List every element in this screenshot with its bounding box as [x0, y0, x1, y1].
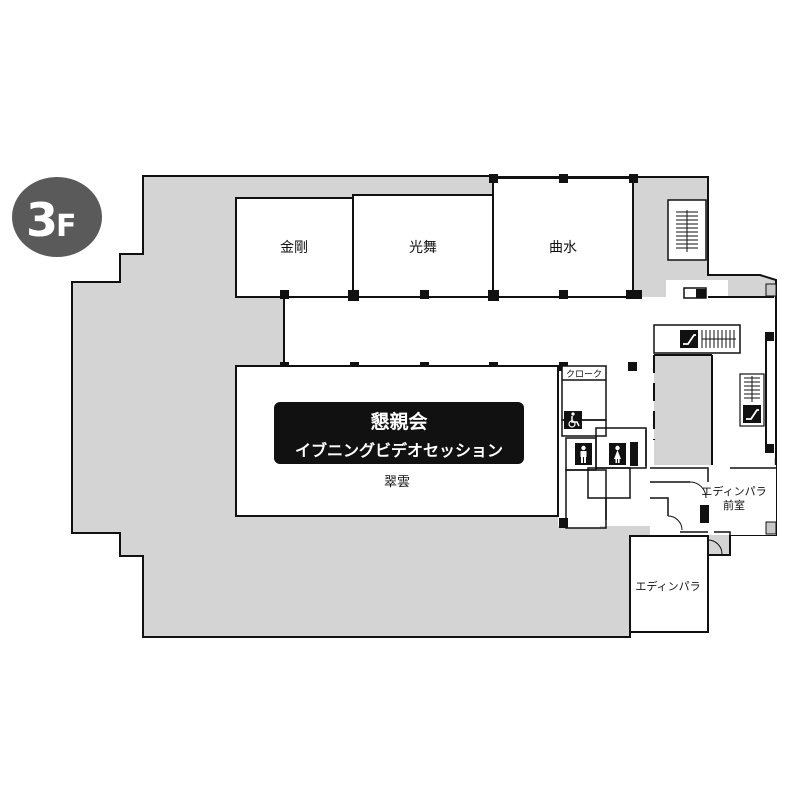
event-banner — [274, 402, 524, 464]
event-subtitle: イブニングビデオセッション — [295, 441, 503, 460]
room-kyokusui-label: 曲水 — [549, 240, 577, 256]
escalator-vertical-icon[interactable] — [739, 373, 765, 427]
male-restroom-icon — [575, 443, 592, 465]
room-edinpara-ante-label-1: エディンパラ — [701, 484, 766, 498]
room-edinpara[interactable] — [629, 535, 709, 633]
stairs-icon — [667, 199, 707, 261]
room-suiun-label: 翠雲 — [384, 475, 410, 490]
east-wall — [654, 297, 777, 465]
floor-badge: 3 F — [12, 177, 102, 257]
escalator-icon[interactable] — [653, 324, 741, 354]
event-title: 懇親会 — [370, 410, 427, 433]
room-edinpara-ante-label-2: 前室 — [723, 498, 745, 512]
room-edinpara-anteroom[interactable]: エディンパラ 前室 — [650, 467, 776, 555]
room-kyokusui[interactable] — [492, 177, 634, 298]
restroom-block — [561, 419, 647, 529]
room-kobu[interactable] — [352, 194, 494, 298]
east-lobby-gray — [654, 355, 712, 465]
southeast-area — [650, 465, 776, 535]
room-edinpara-label: エディンパラ — [635, 579, 700, 593]
floor-number: 3 — [26, 193, 58, 247]
wheelchair-icon — [564, 411, 582, 429]
room-cloak-label: クローク — [566, 369, 602, 380]
restroom-column — [630, 442, 638, 466]
female-restroom-icon — [609, 443, 626, 465]
room-kobu-label: 光舞 — [409, 240, 437, 256]
room-kongo-label: 金剛 — [280, 240, 308, 256]
floor-suffix: F — [56, 209, 77, 244]
